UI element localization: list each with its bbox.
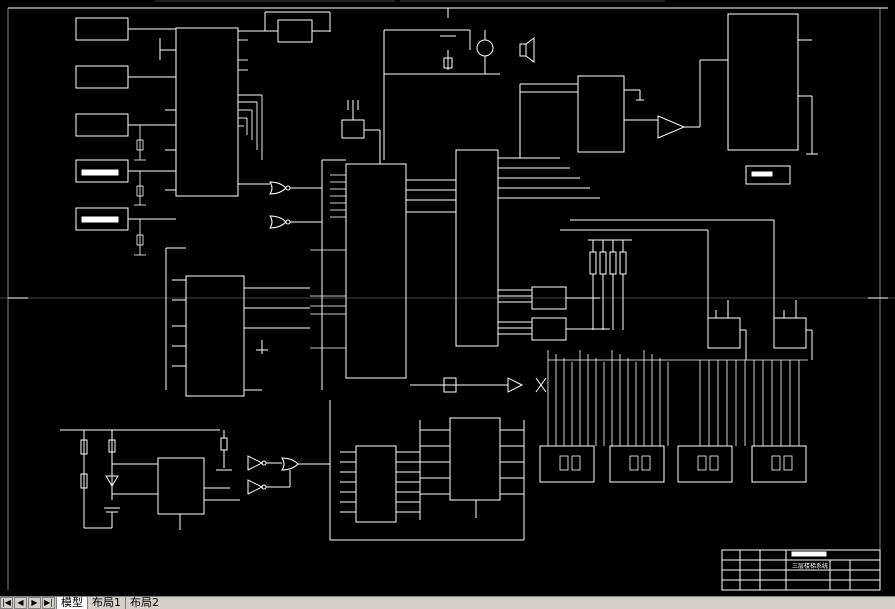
chip-8255 [406,149,600,347]
chip-top-right [727,13,818,185]
tab-layout2[interactable]: 布局2 [125,597,163,609]
seven-seg-displays [539,350,808,483]
prev-icon[interactable]: ◀ [14,597,27,609]
next-icon[interactable]: ▶ [28,597,41,609]
chip-adc-right [519,59,728,158]
buffers [216,430,330,495]
title-block-title: 三层楼梯系统 [792,562,828,570]
chip-74ls373 [419,417,525,540]
logic-gates [238,181,322,229]
first-icon[interactable]: |◀ [0,597,13,609]
chip-2764 [165,247,310,397]
chip-8051 [310,100,407,390]
schematic-drawing: 三层楼梯系统 [0,0,895,591]
chip-ad0809 [134,27,239,256]
drawing-canvas[interactable]: 三层楼梯系统 [0,0,895,596]
tab-layout1[interactable]: 布局1 [87,597,125,609]
title-block [721,549,881,591]
tab-model[interactable]: 模型 [56,597,87,609]
chip-6264 [329,400,524,541]
layout-tab-bar: |◀ ◀ ▶ ▶| 模型 布局1 布局2 [0,596,895,609]
last-icon[interactable]: ▶| [42,597,55,609]
resistor-pack [588,239,632,330]
chip-ne555 [60,429,240,530]
regulators [560,219,813,360]
left-modules [75,17,176,231]
transistor-buzzer [383,29,535,160]
